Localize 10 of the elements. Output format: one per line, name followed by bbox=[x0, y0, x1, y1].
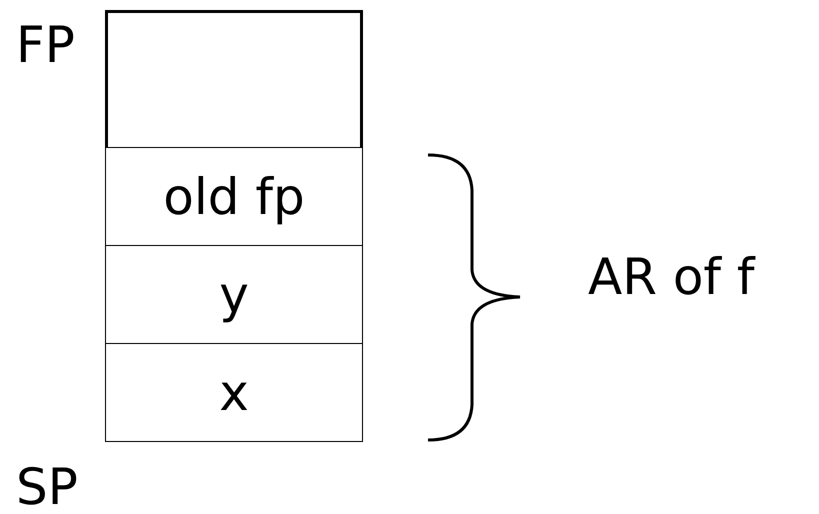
stack-slot bbox=[105, 245, 363, 345]
pointer-label: SP bbox=[16, 462, 78, 512]
stack-slot bbox=[105, 147, 363, 247]
slot-label: old fp bbox=[163, 172, 305, 222]
stack-frame-box bbox=[105, 10, 363, 150]
bracket-label: AR of f bbox=[588, 252, 755, 302]
pointer-label: FP bbox=[16, 20, 75, 70]
stack-slot bbox=[105, 343, 363, 442]
slot-label: x bbox=[219, 368, 249, 418]
slot-label: y bbox=[219, 270, 249, 320]
